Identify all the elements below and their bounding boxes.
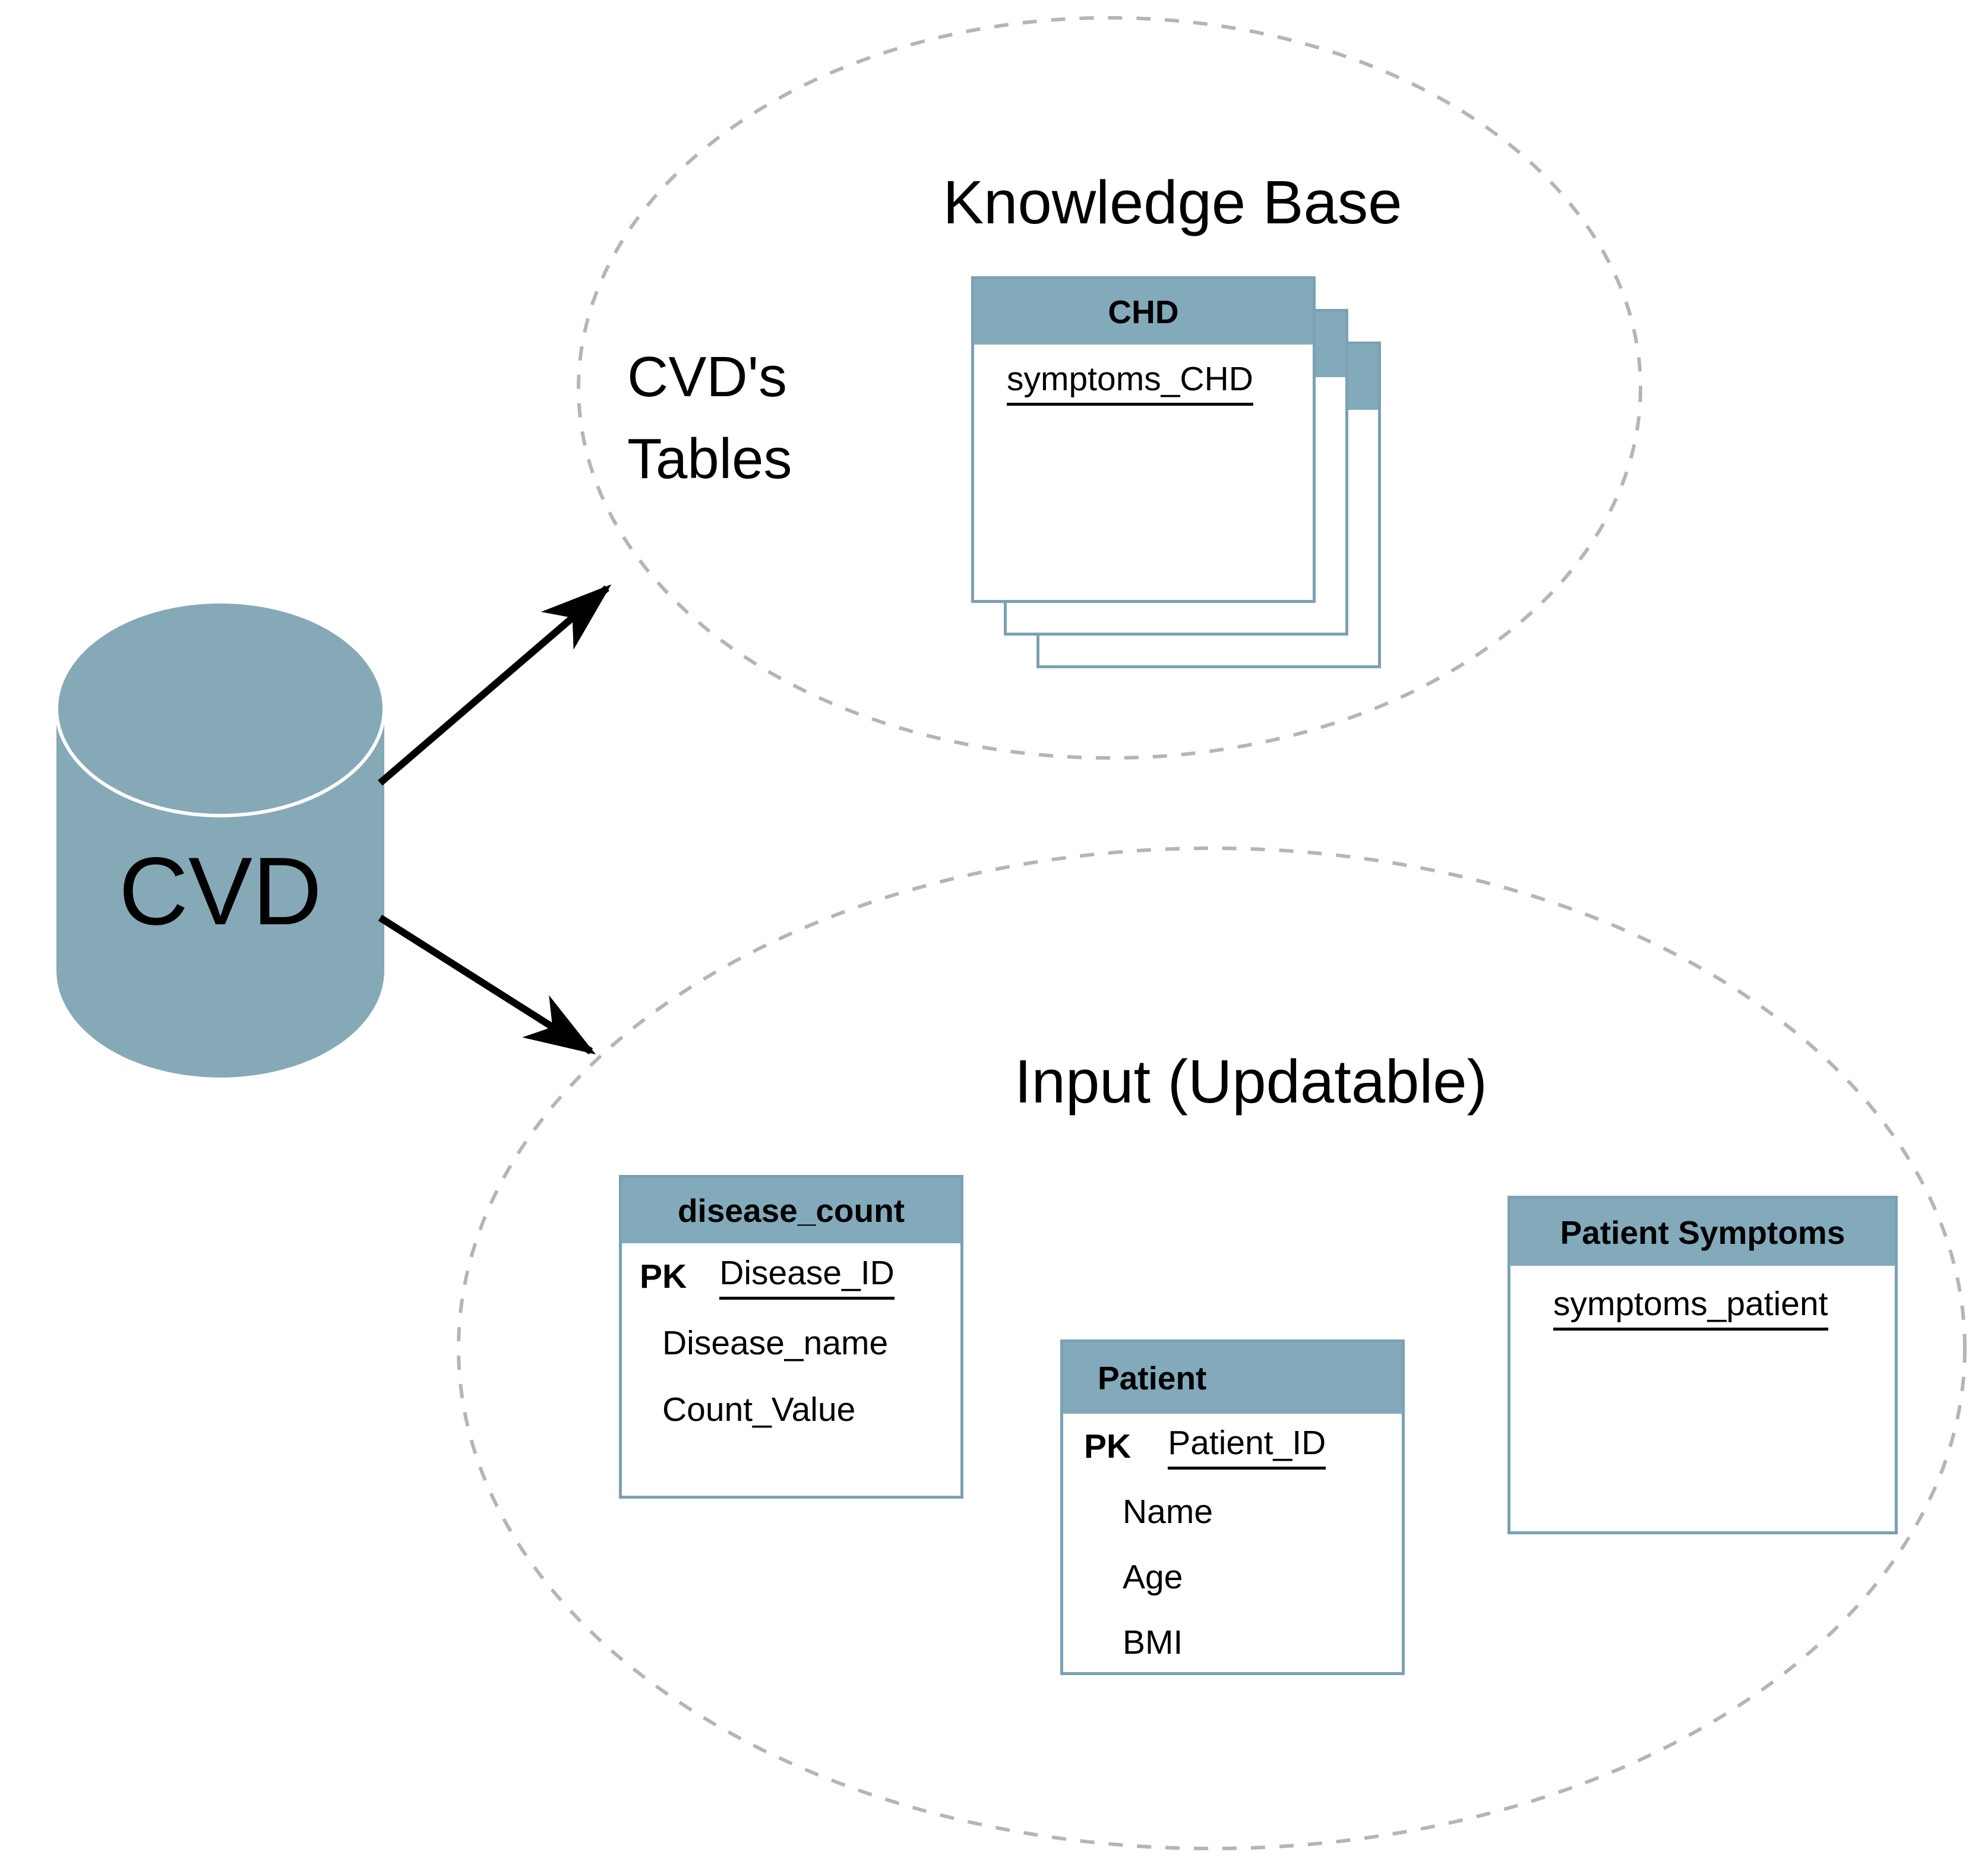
disease-count-pk-label: PK: [640, 1258, 687, 1296]
field-disease-name: Disease_name: [662, 1324, 889, 1362]
cvd-cylinder-label: CVD: [118, 838, 323, 945]
cylinder-top: [55, 600, 386, 817]
cvds-tables-line2: Tables: [627, 427, 792, 491]
field-name: Name: [1123, 1493, 1213, 1531]
chd-card-title: CHD: [974, 279, 1313, 345]
knowledge-base-title: Knowledge Base: [943, 168, 1402, 236]
field-patient-id: Patient_ID: [1168, 1423, 1326, 1470]
arrow-to-knowledge-base: [378, 584, 612, 786]
field-count-value: Count_Value: [662, 1391, 856, 1429]
cvds-tables-label: CVD's Tables: [627, 336, 792, 500]
patient-pk-label: PK: [1084, 1427, 1132, 1465]
field-symptoms-chd: symptoms_CHD: [1007, 359, 1253, 406]
cvds-tables-line1: CVD's: [627, 345, 788, 409]
chd-card: CHD symptoms_CHD: [971, 276, 1316, 603]
input-updatable-ellipse: [457, 846, 1967, 1850]
field-age: Age: [1123, 1558, 1183, 1596]
patient-card: Patient PK Patient_ID Name Age BMI: [1060, 1339, 1405, 1675]
arrow-to-input: [378, 914, 596, 1055]
patient-symptoms-card-title: Patient Symptoms: [1510, 1199, 1895, 1266]
field-bmi: BMI: [1123, 1623, 1183, 1661]
cvd-database-cylinder: [55, 600, 386, 1078]
disease-count-card-title: disease_count: [622, 1178, 960, 1243]
patient-card-title: Patient: [1063, 1342, 1402, 1414]
disease-count-card: disease_count PK Disease_ID Disease_name…: [619, 1175, 963, 1499]
knowledge-base-ellipse: [577, 16, 1642, 760]
field-symptoms-patient: symptoms_patient: [1553, 1284, 1828, 1331]
patient-symptoms-card: Patient Symptoms symptoms_patient: [1507, 1196, 1898, 1534]
field-disease-id: Disease_ID: [719, 1253, 895, 1300]
input-updatable-title: Input (Updatable): [1014, 1047, 1487, 1116]
